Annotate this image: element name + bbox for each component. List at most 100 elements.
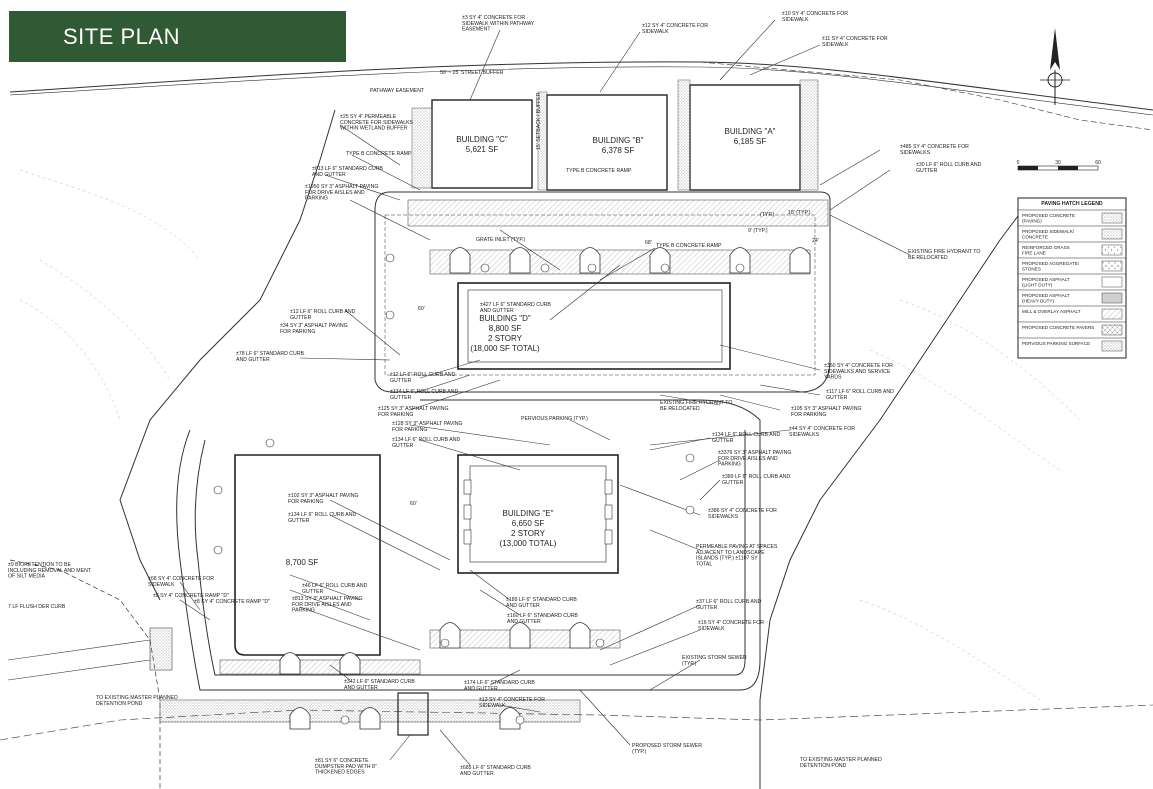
setback-label: 15' SETBACK / BUFFER	[536, 92, 542, 150]
callout-label: ±1950 SY 3" ASPHALT PAVING	[305, 184, 378, 190]
callout-label: ±174 LF 6" STANDARD CURB	[464, 680, 535, 686]
callout-label: THICKENED EDGES	[315, 770, 365, 776]
callout-label: BE RELOCATED	[660, 406, 700, 412]
callout-label: AND GUTTER	[506, 603, 540, 609]
callout-label: GUTTER	[826, 395, 848, 401]
callout-label: SIDEWALKS AND SERVICE	[824, 369, 891, 375]
callout-label: GUTTER	[290, 315, 312, 321]
callout-label: SIDEWALK	[782, 17, 809, 23]
callout-label: ±613 LF 6" STANDARD CURB	[312, 166, 383, 172]
callout-label: FOR DRIVE AISLES AND	[718, 456, 778, 462]
callout-label: FOR PARKING	[288, 499, 323, 505]
callout-label: ±25 SY 4" PERMEABLE	[340, 114, 397, 120]
callout-label: DUMPSTER PAD WITH 8"	[315, 764, 377, 770]
callout-label: SIDEWALKS	[708, 514, 739, 520]
callout-label: AND GUTTER	[460, 771, 494, 777]
callout-label: GUTTER	[696, 605, 718, 611]
callout-label: PARKING	[292, 608, 315, 614]
callout-label: BE RELOCATED	[908, 255, 948, 261]
callout-label: ±12 LF 6" ROLL CURB AND	[390, 372, 456, 378]
callout-label: ±134 LF 6" ROLL CURB AND	[288, 512, 356, 518]
legend-item-label: REINFORCED GRASS	[1022, 245, 1070, 250]
scale-bar: 0 30 60	[1017, 160, 1101, 171]
building-d-area: 8,800 SF	[489, 324, 522, 333]
callout-label: EXISTING FIRE HYDRANT TO	[660, 400, 732, 406]
stall-markers	[213, 253, 745, 725]
callout-label: INCLUDING REMOVAL AND MENT	[8, 568, 92, 574]
callout-label: GUTTER	[302, 589, 324, 595]
dumpster-pad	[397, 692, 429, 736]
dim-label: 60'	[410, 501, 417, 507]
callout-label: ±44 SY 4" CONCRETE FOR	[789, 426, 855, 432]
callout-label: ±12 SY 4" CONCRETE FOR	[642, 23, 708, 29]
callout-label: TYPE B CONCRETE RAMP	[346, 151, 412, 157]
callout-label: GRATE INLET (TYP.)	[476, 237, 526, 243]
building-c-name: BUILDING "C"	[456, 135, 508, 144]
building-west-footprint	[234, 454, 381, 656]
landscape-islands	[279, 247, 811, 730]
legend-swatch	[1101, 324, 1123, 336]
callout-label: ±134 LF 6" ROLL CURB AND	[712, 432, 780, 438]
dim-label: 68'	[645, 240, 652, 246]
building-e-story: 2 STORY	[511, 529, 546, 538]
building-e-total: (13,000 TOTAL)	[500, 539, 557, 548]
legend-item-label: STONES	[1022, 267, 1041, 272]
callout-label: ±12 LF 6" ROLL CURB AND	[290, 309, 356, 315]
callout-label: AND GUTTER	[480, 308, 514, 314]
building-labels: BUILDING "C" 5,621 SF BUILDING "B" 6,378…	[286, 127, 776, 567]
legend-item-label: PROPOSED ASPHALT	[1022, 277, 1070, 282]
callout-label: ±386 SY 4" CONCRETE FOR	[708, 508, 777, 514]
callout-label: AND GUTTER	[344, 685, 378, 691]
title-band: SITE PLAN	[9, 11, 346, 62]
callout-label: PERMEABLE PAVING AT SPACES	[696, 544, 778, 550]
callout-label: SIDEWALKS	[900, 150, 931, 156]
north-arrow-icon	[1040, 28, 1070, 105]
callout-label: EXISTING STORM SEWER	[682, 655, 747, 661]
building-b-name: BUILDING "B"	[592, 136, 643, 145]
callout-label: TYPE B CONCRETE RAMP	[656, 243, 722, 249]
callout-label: SIDEWALK	[822, 42, 849, 48]
legend-item-label: MILL & OVERLAY ASPHALT	[1022, 309, 1081, 314]
building-a-footprint	[677, 79, 819, 191]
callout-label: PERVIOUS PARKING (TYP.)	[521, 416, 588, 422]
callout-label: ±160 LF 6" STANDARD CURB	[507, 613, 578, 619]
legend-item-label: PROPOSED AGGREGATE/	[1022, 261, 1080, 266]
callout-label: ±78 LF 6" STANDARD CURB	[236, 351, 305, 357]
callout-label: FOR PARKING	[378, 412, 413, 418]
callout-label: ±102 SY 3" ASPHALT PAVING	[288, 493, 359, 499]
street-buffer-label: 50' ~ 25' STREET BUFFER	[440, 70, 504, 76]
building-e-area: 6,650 SF	[512, 519, 545, 528]
callout-label: ±125 SY 3" ASPHALT PAVING	[378, 406, 449, 412]
scale-tick-30: 30	[1055, 160, 1061, 166]
callout-label: ISLANDS (TYP.) ±1107 SY	[696, 556, 758, 562]
building-west-area: 8,700 SF	[286, 558, 319, 567]
callout-label: FOR DRIVE AISLES AND	[292, 602, 352, 608]
callout-label: ±105 SY 3" ASPHALT PAVING	[791, 406, 862, 412]
callout-leaders	[179, 19, 911, 766]
callout-label: EASEMENT	[462, 27, 491, 33]
callout-label: ±3 SY 4" CONCRETE FOR	[462, 15, 525, 21]
callout-label: (TYP.)	[682, 661, 697, 667]
legend-swatch	[1101, 292, 1123, 304]
callout-label: ±34 SY 3" ASPHALT PAVING	[280, 323, 348, 329]
dim-label: (TYP.)	[760, 212, 775, 218]
callout-label: EXISTING FIRE HYDRANT TO	[908, 249, 980, 255]
callout-label: GUTTER	[390, 395, 412, 401]
callout-label: SIDEWALK	[479, 703, 506, 709]
callout-label: 7 LF FLUSH DER CURB	[8, 604, 66, 610]
callout-label: TO EXISTING MASTER PLANNED	[800, 757, 882, 763]
callout-label: ±8 SY 4" CONCRETE RAMP "D"	[153, 593, 229, 599]
callout-label: ±350 SY 4" CONCRETE FOR	[824, 363, 893, 369]
callout-label: GUTTER	[288, 518, 310, 524]
scale-tick-0: 0	[1017, 160, 1020, 166]
callout-label: TO EXISTING MASTER PLANNED	[96, 695, 178, 701]
building-d-footprint	[457, 282, 731, 370]
legend-item-label: (PAVING)	[1022, 219, 1042, 224]
callout-label: ±68 SY 4" CONCRETE FOR	[148, 576, 214, 582]
legend-swatch	[1101, 244, 1123, 256]
callout-label: GUTTER	[392, 443, 414, 449]
callout-label: ±13 SY 4" CONCRETE FOR	[479, 697, 545, 703]
callout-label: ±134 LF 6" ROLL CURB AND	[390, 389, 458, 395]
